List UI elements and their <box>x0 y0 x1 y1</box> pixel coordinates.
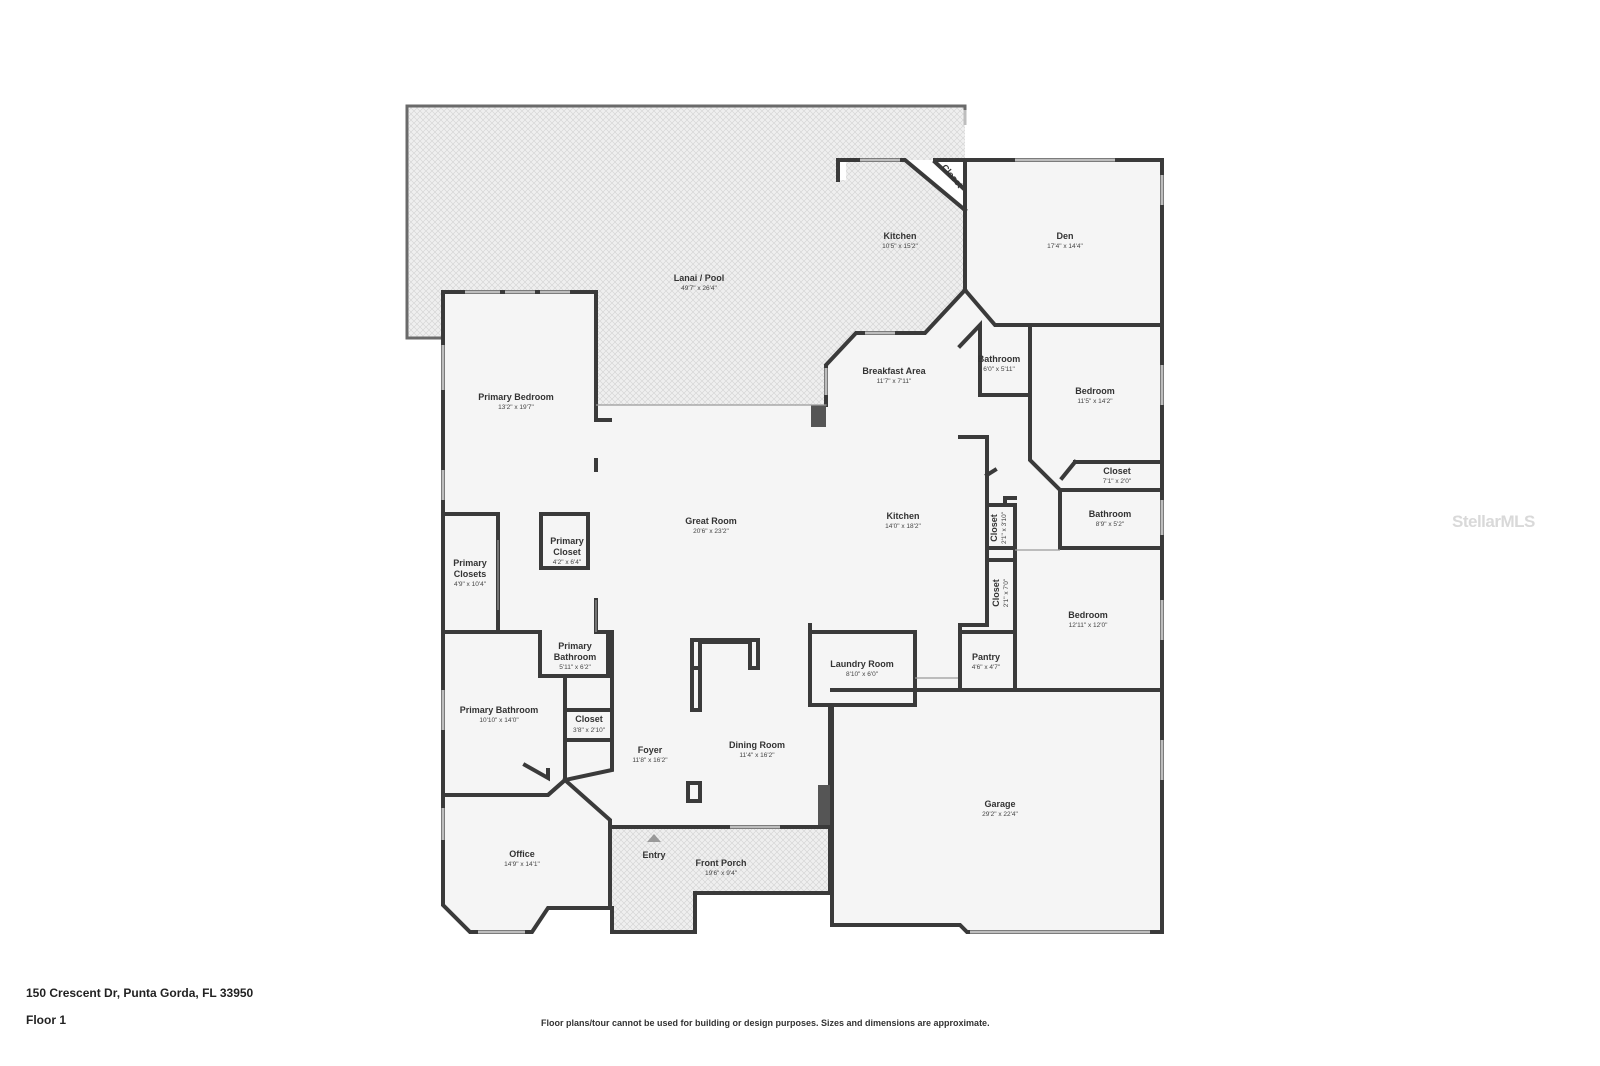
bathroom-2-dim: 8'9" x 5'2" <box>1096 521 1125 528</box>
kitchen-dim: 14'0" x 18'2" <box>885 523 921 530</box>
outdoor-kitchen-label: Kitchen <box>883 231 916 241</box>
bedroom-1-dim: 11'5" x 14'2" <box>1077 398 1113 405</box>
primary-closets-label-1: Primary <box>453 558 487 568</box>
laundry-dim: 8'10" x 6'0" <box>846 671 879 678</box>
great-room-label: Great Room <box>685 516 737 526</box>
lanai-closet-label: Closet <box>940 162 965 190</box>
bathroom-1-dim: 6'0" x 5'11" <box>983 366 1015 373</box>
pantry-label: Pantry <box>972 652 1000 662</box>
office-dim: 14'9" x 14'1" <box>504 861 540 868</box>
entry-label: Entry <box>642 850 665 860</box>
garage-dim: 29'2" x 22'4" <box>982 811 1018 818</box>
outdoor-kitchen-dim: 10'5" x 15'2" <box>882 243 918 250</box>
kitchen-label: Kitchen <box>886 511 919 521</box>
primary-bathroom-label: Primary Bathroom <box>460 705 539 715</box>
front-porch-label: Front Porch <box>696 858 747 868</box>
property-address: 150 Crescent Dr, Punta Gorda, FL 33950 <box>26 986 254 1000</box>
closet-3-label: Closet <box>991 579 1001 607</box>
bedroom-2-dim: 12'11" x 12'0" <box>1069 622 1108 629</box>
primary-closet-label-2: Closet <box>553 547 581 557</box>
den-label: Den <box>1056 231 1073 241</box>
office-label: Office <box>509 849 535 859</box>
primary-closet-label-1: Primary <box>550 536 584 546</box>
primary-bedroom-dim: 13'2" x 19'7" <box>498 404 534 411</box>
bedroom-1-label: Bedroom <box>1075 386 1115 396</box>
primary-bedroom-label: Primary Bedroom <box>478 392 554 402</box>
room-labels: Lanai / Pool 49'7" x 26'4" Kitchen 10'5"… <box>453 162 1132 877</box>
primary-closet-dim: 4'2" x 6'4" <box>553 559 582 566</box>
closet-4-dim: 3'8" x 2'10" <box>573 727 606 734</box>
closet-1-dim: 7'1" x 2'0" <box>1103 478 1132 485</box>
closet-3-dim: 2'1" x 7'0" <box>1003 578 1010 607</box>
closet-1-label: Closet <box>1103 466 1131 476</box>
windows <box>441 110 1164 934</box>
primary-closets-dim: 4'9" x 10'4" <box>454 581 487 588</box>
floor-label: Floor 1 <box>26 1013 67 1027</box>
lanai-dim: 49'7" x 26'4" <box>681 285 717 292</box>
primary-bath-small-label-1: Primary <box>558 641 592 651</box>
lanai-label: Lanai / Pool <box>674 273 725 283</box>
lanai-floor <box>407 106 965 405</box>
laundry-label: Laundry Room <box>830 659 894 669</box>
disclaimer: Floor plans/tour cannot be used for buil… <box>541 1018 990 1028</box>
closet-2-dim: 2'1" x 3'10" <box>1001 511 1008 544</box>
watermark: StellarMLS <box>1452 512 1535 531</box>
entry-arrow-icon <box>647 834 661 842</box>
dining-dim: 11'4" x 16'2" <box>739 752 775 759</box>
breakfast-label: Breakfast Area <box>862 366 926 376</box>
bedroom-2-label: Bedroom <box>1068 610 1108 620</box>
foyer-dim: 11'8" x 16'2" <box>632 757 668 764</box>
pantry-dim: 4'6" x 4'7" <box>972 664 1001 671</box>
great-room-dim: 20'6" x 23'2" <box>693 528 729 535</box>
closet-4-label: Closet <box>575 714 603 724</box>
porch-floor <box>612 827 830 932</box>
breakfast-dim: 11'7" x 7'11" <box>877 378 912 385</box>
bathroom-1-label: Bathroom <box>978 354 1021 364</box>
primary-bathroom-dim: 10'10" x 14'0" <box>479 717 519 724</box>
interior-floor <box>443 160 1162 932</box>
closet-2-label: Closet <box>989 514 999 542</box>
garage-label: Garage <box>984 799 1015 809</box>
openings <box>497 404 1060 679</box>
primary-bath-small-dim: 5'11" x 6'2" <box>559 664 591 671</box>
bathroom-2-label: Bathroom <box>1089 509 1132 519</box>
den-dim: 17'4" x 14'4" <box>1047 243 1083 250</box>
primary-closets-label-2: Closets <box>454 569 487 579</box>
primary-bath-small-label-2: Bathroom <box>554 652 597 662</box>
front-porch-dim: 19'6" x 9'4" <box>705 870 738 877</box>
foyer-label: Foyer <box>638 745 663 755</box>
dining-label: Dining Room <box>729 740 785 750</box>
